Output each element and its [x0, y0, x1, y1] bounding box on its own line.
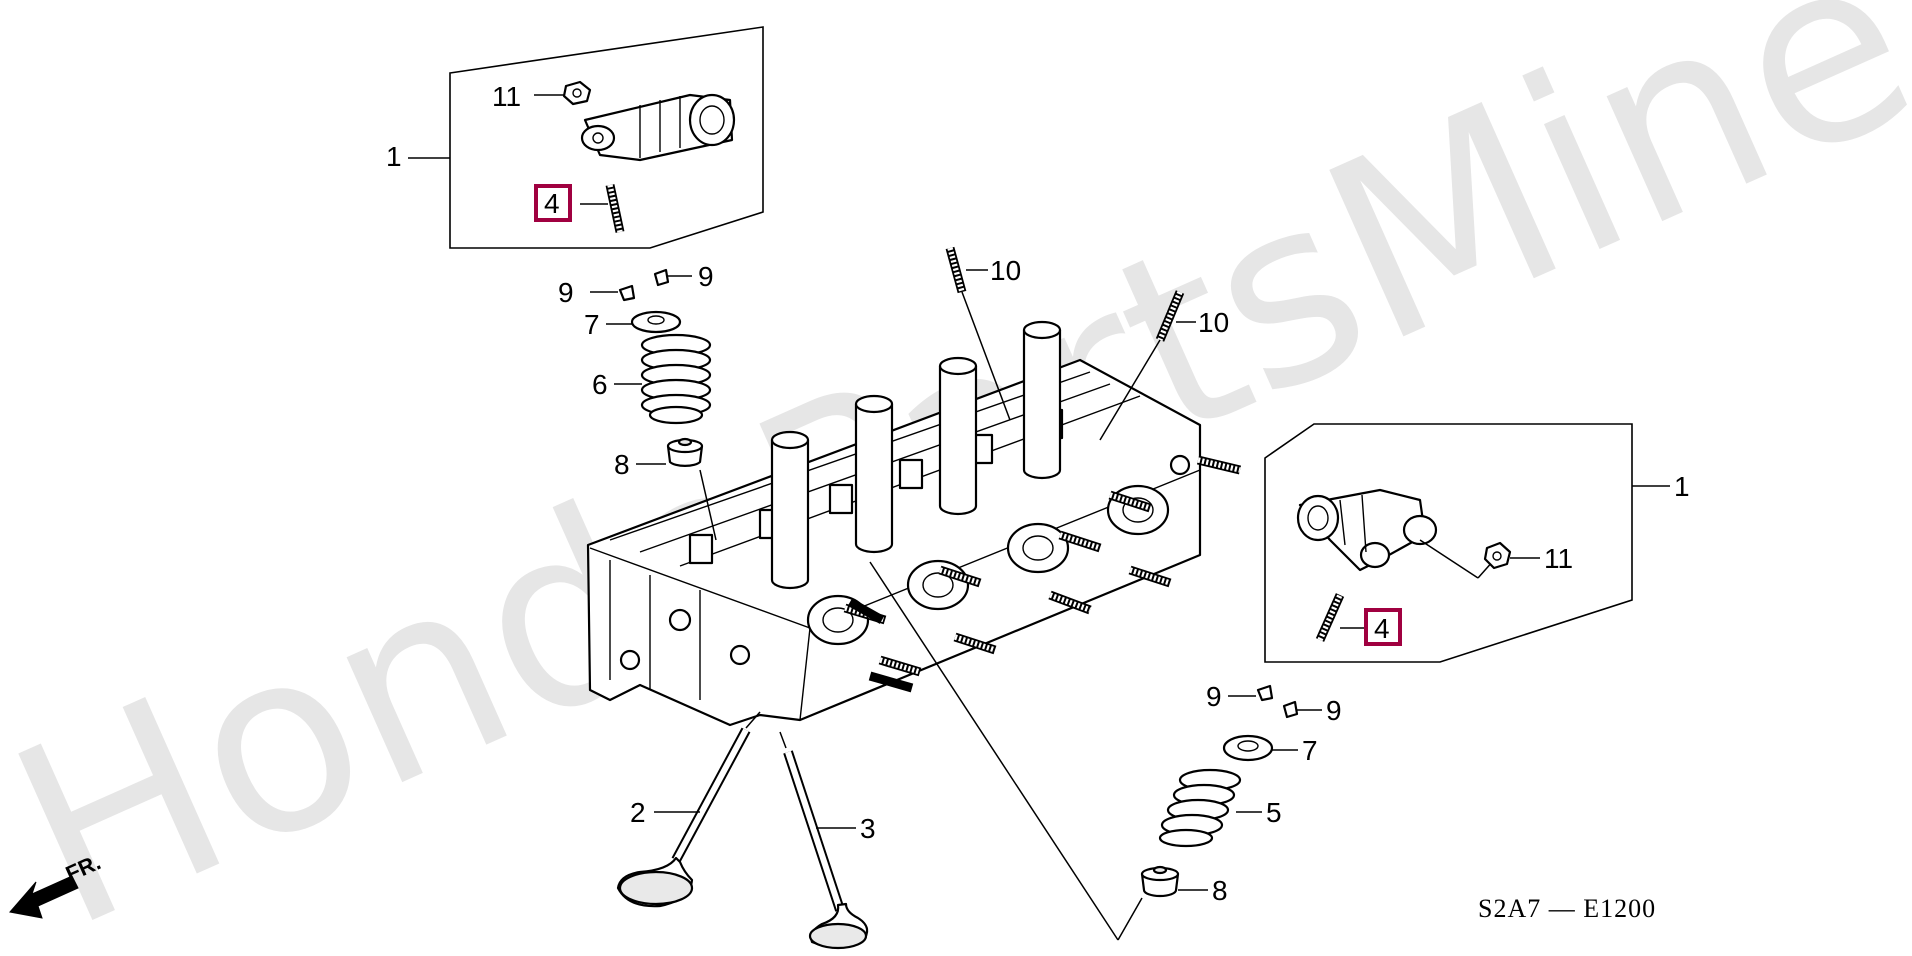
spring-retainer-top[interactable]	[630, 310, 682, 334]
highlight-box-top	[534, 184, 572, 222]
valve-spring-outer[interactable]	[640, 333, 712, 425]
callout-10-right: 10	[1198, 307, 1229, 338]
cylinder-head[interactable]	[586, 320, 1202, 727]
callout-5: 5	[1266, 797, 1282, 828]
diagram-code: S2A7 — E1200	[1478, 894, 1656, 923]
valve-keeper-bottom-right[interactable]	[1282, 700, 1299, 719]
lock-nut-right[interactable]	[1483, 541, 1512, 570]
callout-9-top-right: 9	[698, 261, 714, 292]
adjusting-screw-right[interactable]	[1315, 593, 1345, 642]
callout-6: 6	[592, 369, 608, 400]
rocker-arm-right[interactable]	[1296, 488, 1438, 572]
valve-keeper-top-right[interactable]	[653, 268, 670, 287]
callout-8-bottom: 8	[1212, 875, 1228, 906]
callout-7-top: 7	[584, 309, 600, 340]
valve-stem-seal-top[interactable]	[666, 437, 704, 468]
exhaust-valve[interactable]	[783, 750, 869, 950]
exhaust-studs	[843, 455, 1242, 693]
rocker-arm-top[interactable]	[580, 93, 736, 162]
callout-10-left: 10	[990, 255, 1021, 286]
stud-bolt-left[interactable]	[945, 246, 967, 294]
spring-retainer-bottom[interactable]	[1222, 734, 1274, 762]
rocker-assembly-right	[1264, 423, 1670, 663]
callout-11-top: 11	[492, 81, 521, 112]
callout-2: 2	[630, 797, 646, 828]
callout-1-right: 1	[1674, 471, 1690, 502]
stud-bolt-right[interactable]	[1155, 290, 1185, 342]
callout-7-bottom: 7	[1302, 735, 1318, 766]
valve-keeper-bottom-left[interactable]	[1256, 684, 1274, 702]
callout-4-right: 4	[1374, 613, 1390, 644]
callout-1-top: 1	[386, 141, 402, 172]
adjusting-screw-top[interactable]	[605, 184, 625, 233]
callout-9-top-left: 9	[558, 277, 574, 308]
rocker-assembly-top	[408, 26, 764, 249]
spark-plug-tubes	[770, 320, 1062, 590]
callout-9-bottom-right: 9	[1326, 695, 1342, 726]
lock-nut-top[interactable]	[562, 80, 592, 106]
callout-9-bottom-left: 9	[1206, 681, 1222, 712]
callout-4-top: 4	[544, 188, 560, 219]
valve-keeper-top-left[interactable]	[618, 284, 636, 302]
highlight-box-right	[1364, 608, 1402, 646]
valve-spring-inner[interactable]	[1158, 768, 1242, 848]
intake-valve[interactable]	[616, 727, 751, 908]
callout-8-top: 8	[614, 449, 630, 480]
assembly-box-right	[1264, 423, 1633, 663]
callout-11-right: 11	[1544, 543, 1573, 574]
valve-stem-seal-bottom[interactable]	[1140, 865, 1180, 898]
callout-3: 3	[860, 813, 876, 844]
assembly-box-top	[449, 26, 764, 249]
